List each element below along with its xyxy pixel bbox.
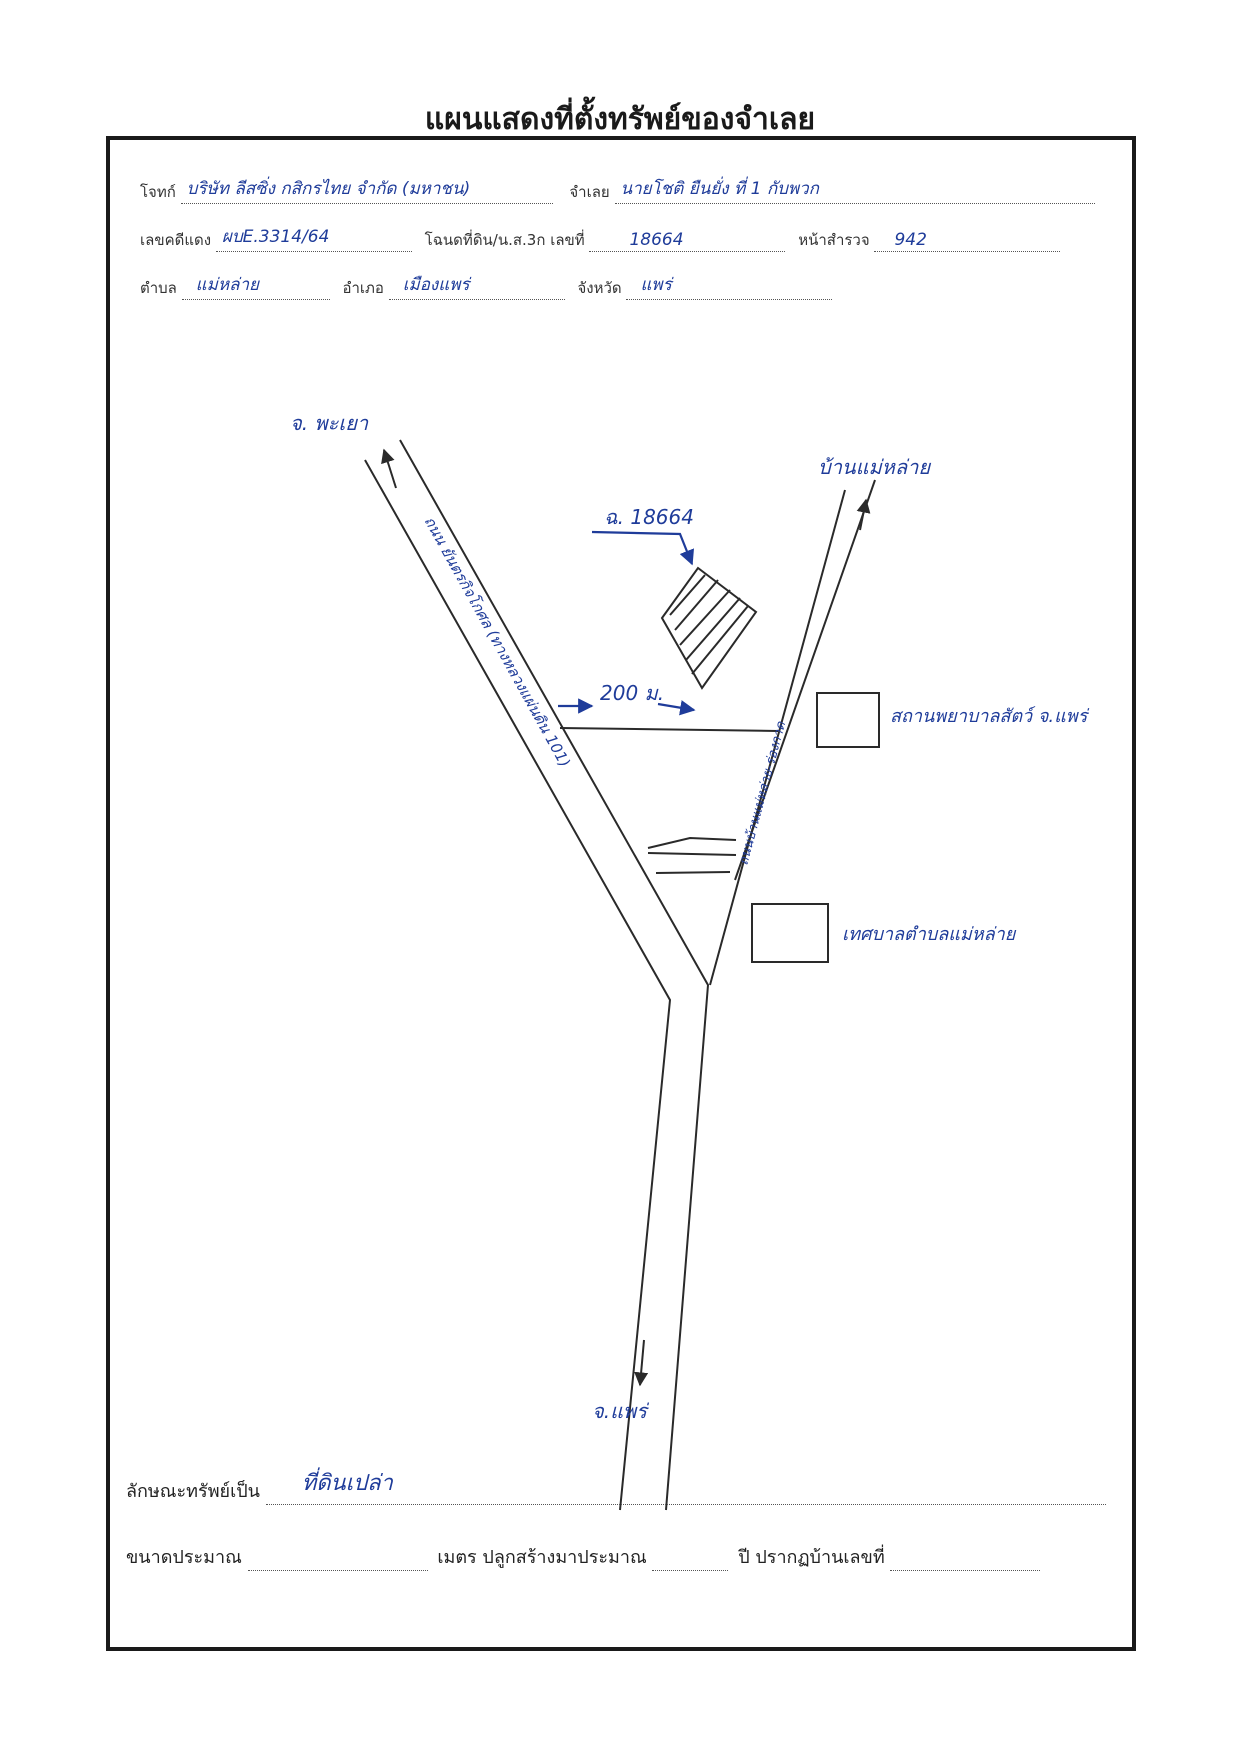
- defendant-label: จำเลย: [569, 183, 610, 201]
- highway-right-edge: [399, 439, 710, 1511]
- subdistrict-field[interactable]: แม่หล่าย: [181, 275, 330, 300]
- case-row: เลขคดีแดง ผบE.3314/64 โฉนดที่ดิน/น.ส.3ก …: [140, 227, 1061, 252]
- plaintiff-value: บริษัท ลีสซิ่ง กสิกรไทย จำกัด (มหาชน): [186, 179, 471, 199]
- province-label: จังหวัด: [577, 279, 622, 297]
- location-row: ตำบล แม่หล่าย อำเภอ เมืองแพร่ จังหวัด แพ…: [140, 275, 833, 300]
- year-label: ปี ปรากฏบ้านเลขที่: [738, 1547, 885, 1568]
- plaintiff-field[interactable]: บริษัท ลีสซิ่ง กสิกรไทย จำกัด (มหาชน): [180, 179, 553, 204]
- label-deed-mark: ฉ. 18664: [604, 505, 694, 529]
- local-road-left-edge: [709, 489, 846, 986]
- document-frame: [106, 136, 1136, 1651]
- size-row: ขนาดประมาณ เมตร ปลูกสร้างมาประมาณ ปี ปรา…: [126, 1542, 1041, 1571]
- municipality-building: [751, 903, 829, 963]
- district-field[interactable]: เมืองแพร่: [388, 275, 565, 300]
- arrow-to-parcel: [591, 530, 695, 566]
- survey-field[interactable]: 942: [874, 230, 1061, 252]
- property-field[interactable]: ที่ดินเปล่า: [265, 1471, 1106, 1505]
- case-value: ผบE.3314/64: [221, 227, 330, 247]
- subdistrict-value: แม่หล่าย: [195, 275, 259, 295]
- house-number-field[interactable]: [890, 1546, 1041, 1571]
- property-row: ลักษณะทรัพย์เป็น ที่ดินเปล่า: [126, 1471, 1106, 1505]
- case-label: เลขคดีแดง: [140, 231, 212, 249]
- deed-value: 18664: [629, 230, 684, 250]
- land-parcel: [660, 566, 758, 690]
- case-field[interactable]: ผบE.3314/64: [215, 227, 412, 252]
- province-field[interactable]: แพร่: [626, 275, 833, 300]
- label-ban-mae-lai: บ้านแม่หล่าย: [818, 455, 931, 479]
- distance-arrow-right: [657, 700, 696, 716]
- side-road-lower: [655, 871, 731, 874]
- label-to-phayao: จ. พะเยา: [290, 411, 369, 435]
- district-value: เมืองแพร่: [402, 275, 470, 295]
- plaintiff-row: โจทก์ บริษัท ลีสซิ่ง กสิกรไทย จำกัด (มหา…: [140, 179, 1095, 204]
- label-local-road: ถนนบ้านแม่หล่าย-ร่องกาด: [736, 720, 789, 867]
- highway-left-edge: [364, 459, 672, 1511]
- side-road-upper: [647, 836, 737, 849]
- local-road-right-edge: [734, 479, 876, 881]
- label-highway: ถนน ยันตรกิจโกศล (ทางหลวงแผ่นดิน 101): [421, 513, 574, 770]
- arrow-mae-lai: [856, 498, 871, 531]
- hospital-building: [816, 692, 880, 748]
- arrow-to-phrae: [634, 1339, 649, 1387]
- deed-label: โฉนดที่ดิน/น.ส.3ก เลขที่: [424, 231, 585, 249]
- size-field[interactable]: [247, 1546, 428, 1571]
- property-value: ที่ดินเปล่า: [301, 1471, 393, 1496]
- survey-label: หน้าสำรวจ: [798, 231, 870, 249]
- built-years-field[interactable]: [652, 1546, 729, 1571]
- page-title: แผนแสดงที่ตั้งทรัพย์ของจำเลย: [424, 102, 816, 137]
- label-municipality: เทศบาลตำบลแม่หล่าย: [842, 924, 1017, 945]
- meters-label: เมตร ปลูกสร้างมาประมาณ: [437, 1547, 647, 1568]
- defendant-value: นายโชติ ยืนยั่ง ที่ 1 กับพวก: [620, 179, 819, 199]
- label-distance: 200 ม.: [600, 681, 664, 705]
- province-value: แพร่: [640, 275, 672, 295]
- connector-road-lower: [647, 852, 737, 856]
- plaintiff-label: โจทก์: [140, 183, 176, 201]
- arrow-to-phayao: [381, 448, 397, 489]
- district-label: อำเภอ: [342, 279, 384, 297]
- subdistrict-label: ตำบล: [140, 279, 177, 297]
- defendant-field[interactable]: นายโชติ ยืนยั่ง ที่ 1 กับพวก: [614, 179, 1095, 204]
- size-label: ขนาดประมาณ: [126, 1547, 242, 1568]
- property-label: ลักษณะทรัพย์เป็น: [126, 1481, 260, 1502]
- connector-road-upper: [559, 727, 779, 732]
- survey-value: 942: [894, 230, 927, 250]
- deed-field[interactable]: 18664: [589, 230, 786, 252]
- label-to-phrae: จ.แพร่: [592, 1399, 650, 1423]
- label-hospital: สถานพยาบาลสัตว์ จ.แพร่: [890, 706, 1090, 727]
